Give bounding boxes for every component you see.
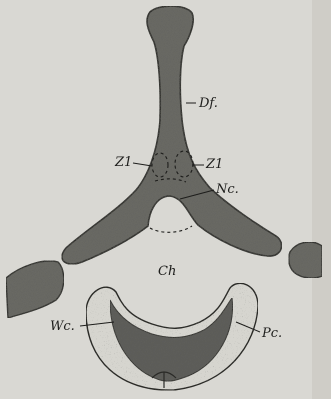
label-z1-right: Z1	[205, 157, 223, 172]
label-wc: Wc.	[50, 319, 75, 334]
dorsal-fork-structure	[62, 6, 282, 264]
label-df: Df.	[198, 96, 218, 111]
label-ch: Ch	[158, 264, 176, 279]
left-rib-fragment	[6, 261, 64, 318]
right-rib-fragment	[289, 242, 322, 278]
notochord-outline	[150, 226, 192, 232]
label-z1-left: Z1	[114, 155, 132, 170]
label-pc: Pc.	[261, 326, 282, 341]
leader-z1-left	[133, 163, 152, 166]
label-nc: Nc.	[215, 182, 239, 197]
page-edge	[312, 0, 331, 399]
